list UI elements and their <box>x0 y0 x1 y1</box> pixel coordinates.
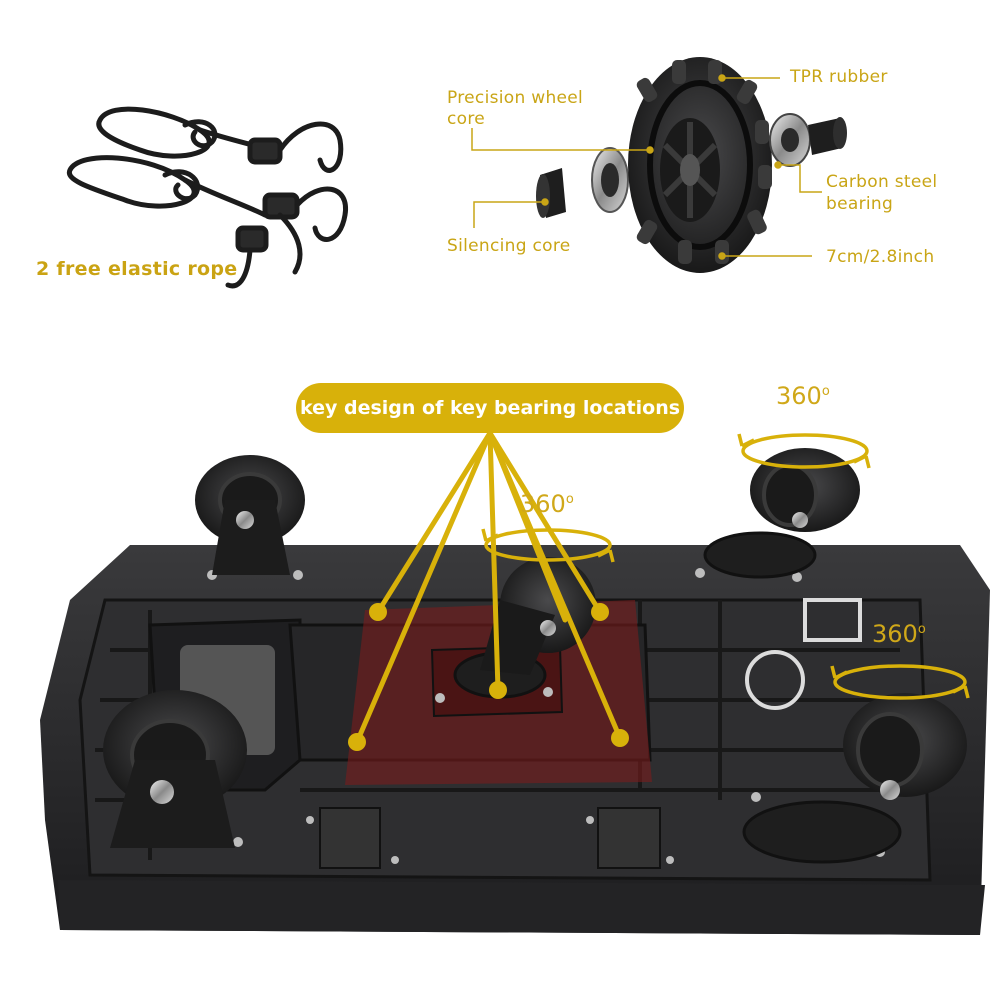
rotation-label-top-right: 360o <box>776 382 830 410</box>
carbon-bearing-label-line1: Carbon steel <box>826 172 938 192</box>
rotation-label-right: 360o <box>872 620 926 648</box>
wheel-assembly-icon <box>536 57 847 273</box>
key-design-banner: key design of key bearing locations <box>296 383 684 433</box>
rope-label: 2 free elastic rope <box>36 258 238 280</box>
bearing-pointer-lines <box>354 430 623 745</box>
rotation-label-center: 360o <box>520 490 574 518</box>
caster-wheel-icon <box>103 448 967 864</box>
bearing-location-dots <box>348 603 629 751</box>
precision-core-label-line2: core <box>447 109 486 129</box>
silencing-core-label: Silencing core <box>447 236 571 256</box>
tpr-rubber-label: TPR rubber <box>790 67 888 87</box>
carbon-bearing-label-line2: bearing <box>826 194 894 214</box>
elastic-rope-icon <box>66 106 348 289</box>
precision-core-label-line1: Precision wheel <box>447 88 584 108</box>
label-leader-lines <box>471 74 822 260</box>
wheel-size-label: 7cm/2.8inch <box>826 247 935 267</box>
